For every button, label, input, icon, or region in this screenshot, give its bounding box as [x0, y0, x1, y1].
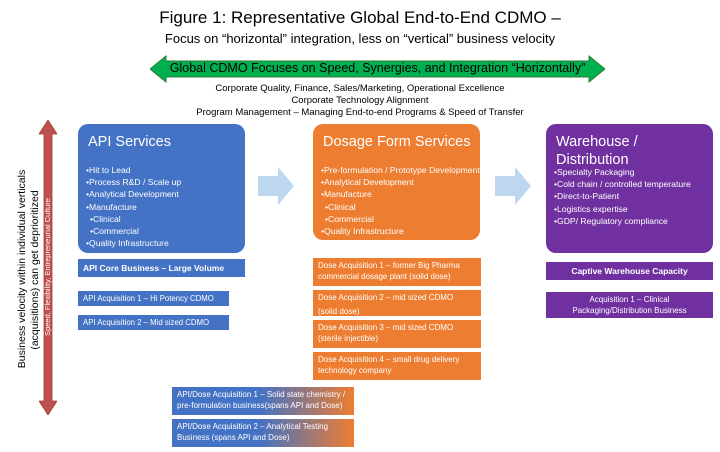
technology-alignment-line: Corporate Technology Alignment: [291, 95, 429, 106]
list-item: •Manufacture: [86, 201, 137, 212]
api-acquisition-1-box: API Acquisition 1 – Hi Potency CDMO: [78, 291, 229, 306]
list-item: •Manufacture: [321, 189, 372, 200]
warehouse-distribution-box: Warehouse / Distribution •Specialty Pack…: [546, 124, 713, 253]
list-item: •Pre-formulation / Prototype Development: [321, 165, 480, 175]
vertical-double-arrow: [39, 120, 57, 415]
api-core-business-box: API Core Business – Large Volume CMO: [78, 259, 245, 285]
list-item: •Commercial: [325, 213, 374, 224]
list-item: •Logistics expertise: [554, 203, 628, 214]
dosage-form-services-box: Dosage Form Services •Pre-formulation / …: [313, 124, 480, 240]
vertical-label-line1: Business velocity within individual vert…: [16, 169, 28, 369]
list-item: •Process R&D / Scale up: [86, 177, 182, 188]
list-item: •Quality Infrastructure: [86, 238, 169, 249]
dose-acquisition-4-box: Dose Acquisition 4 – small drug delivery…: [313, 352, 481, 380]
corporate-functions-line: Corporate Quality, Finance, Sales/Market…: [215, 83, 505, 94]
warehouse-distribution-list: •Specialty Packaging •Cold chain / contr…: [554, 166, 691, 227]
api-services-list: •Hit to Lead •Process R&D / Scale up •An…: [86, 164, 181, 249]
list-item: •Clinical: [90, 213, 121, 224]
dose-acquisition-2-line2: (solid dose): [318, 306, 360, 316]
list-item: •Hit to Lead: [86, 165, 131, 175]
dose-acquisition-3-box: Dose Acquisition 3 – mid sized CDMO (ste…: [313, 320, 481, 348]
vertical-arrow-text: Speed, Flexibility, Entrepreneurial Cult…: [43, 198, 52, 336]
horizontal-double-arrow: [150, 55, 605, 83]
list-item: •Commercial: [90, 226, 139, 237]
program-management-line: Program Management – Managing End-to-end…: [196, 107, 524, 118]
dose-acquisition-2-line1: Dose Acquisition 2 – mid sized CDMO: [318, 293, 454, 302]
process-arrow-icon: [258, 167, 294, 205]
list-item: •GDP/ Regulatory compliance: [554, 215, 668, 226]
list-item: •Specialty Packaging: [554, 167, 635, 177]
warehouse-distribution-heading: Warehouse / Distribution: [556, 134, 638, 168]
figure-subtitle: Focus on “horizontal” integration, less …: [164, 31, 556, 46]
api-dose-acquisition-2-box: API/Dose Acquisition 2 – Analytical Test…: [172, 419, 354, 447]
api-services-box: API Services •Hit to Lead •Process R&D /…: [78, 124, 245, 253]
api-services-heading: API Services: [88, 134, 171, 150]
list-item: •Direct-to-Patient: [554, 191, 620, 202]
dose-acquisition-1-box: Dose Acquisition 1 – former Big Pharma c…: [313, 258, 481, 286]
horizontal-banner-text: Global CDMO Focuses on Speed, Synergies,…: [169, 61, 586, 75]
api-acquisition-2-box: API Acquisition 2 – Mid sized CDMO: [78, 315, 229, 330]
dose-acquisition-2-box: Dose Acquisition 2 – mid sized CDMO (sol…: [313, 290, 481, 316]
warehouse-acquisition-1-box: Acquisition 1 – Clinical Packaging/Distr…: [546, 292, 713, 318]
dosage-form-services-list: •Pre-formulation / Prototype Development…: [321, 164, 480, 237]
dosage-form-services-heading: Dosage Form Services: [323, 134, 471, 150]
captive-warehouse-capacity-box: Captive Warehouse Capacity: [546, 262, 713, 280]
process-arrow-icon: [495, 167, 531, 205]
list-item: •Analytical Development: [321, 177, 414, 188]
list-item: •Cold chain / controlled temperature: [554, 179, 691, 190]
list-item: •Clinical: [325, 201, 356, 212]
list-item: •Quality Infrastructure: [321, 226, 404, 237]
api-dose-acquisition-1-box: API/Dose Acquisition 1 – Solid state che…: [172, 387, 354, 415]
figure-title: Figure 1: Representative Global End-to-E…: [159, 8, 561, 27]
list-item: •Analytical Development: [86, 189, 179, 200]
